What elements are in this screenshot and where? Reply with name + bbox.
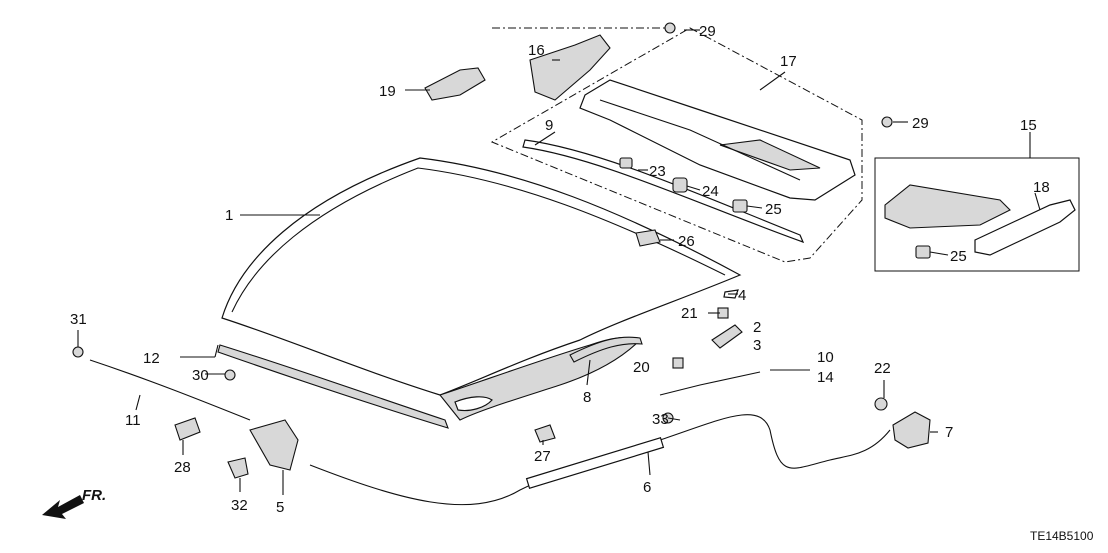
callout-11: 11 [125,412,141,429]
callout-31: 31 [70,311,87,328]
hood-latch [249,419,299,471]
callout-8: 8 [583,389,591,406]
direction-label: FR. [82,487,106,504]
front-arrow-icon [42,495,84,519]
cowl-trim-left [529,34,611,101]
callout-2: 2 [753,319,761,336]
callout-28: 28 [174,459,191,476]
callout-16: 16 [528,42,545,59]
clip-30 [224,369,236,381]
callout-9: 9 [545,117,553,134]
callout-22: 22 [874,360,891,377]
bolt-32 [227,457,249,479]
bracket-19 [424,67,486,101]
callout-18: 18 [1033,179,1050,196]
callout-15: 15 [1020,117,1037,134]
side-cover-trim-18 [974,199,1076,256]
clip-25b [915,245,931,259]
holder-28 [174,417,201,441]
hood [221,157,742,421]
clip-20 [672,357,684,369]
side-cover-box [874,157,1080,272]
callout-29a: 29 [699,23,716,40]
clip-25 [732,199,748,213]
callout-25a: 25 [765,201,782,218]
callout-12: 12 [143,350,160,367]
callout-7: 7 [945,424,953,441]
clip-31 [72,346,84,358]
hinge-2 [711,324,743,349]
clip-23 [619,157,633,169]
side-cover [884,184,1011,229]
cowl-top [579,79,856,201]
callout-17: 17 [780,53,797,70]
hood-seal-front [217,344,449,429]
bolt-29b [881,116,893,128]
cowl-seal [522,139,805,244]
bolt-22 [874,397,888,411]
callout-4: 4 [738,287,746,304]
callout-30: 30 [192,367,209,384]
callout-26: 26 [678,233,695,250]
gas-strut [659,371,761,396]
support-rod [89,359,251,421]
callout-23: 23 [649,163,666,180]
callout-19: 19 [379,83,396,100]
callout-5: 5 [276,499,284,516]
hood-seal-rear [569,336,643,363]
callout-1: 1 [225,207,233,224]
callout-20: 20 [633,359,650,376]
release-cable [309,414,891,506]
bolt-29a [664,22,676,34]
release-handle [892,411,931,449]
callout-24: 24 [702,183,719,200]
callout-33: 33 [652,411,669,428]
callout-25b: 25 [950,248,967,265]
callout-3: 3 [753,337,761,354]
callout-10: 10 [817,349,834,366]
callout-27: 27 [534,448,551,465]
clip-27 [534,424,556,443]
callout-6: 6 [643,479,651,496]
callout-21: 21 [681,305,698,322]
leader-lines [77,29,1041,495]
bumper-26 [635,229,661,247]
clip-24 [672,177,688,193]
cowl-group-outline [490,27,863,263]
callout-29b: 29 [912,115,929,132]
callout-32: 32 [231,497,248,514]
cable-sleeve [525,437,665,489]
diagram-code: TE14B5100 [1030,529,1094,543]
callout-14: 14 [817,369,834,386]
